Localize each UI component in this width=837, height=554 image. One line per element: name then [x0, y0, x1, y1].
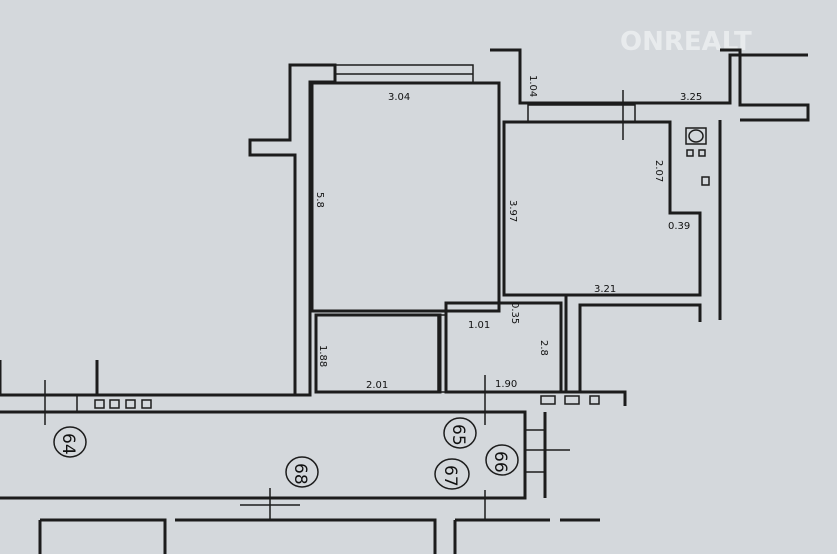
apt-number-66: 66 — [490, 451, 510, 473]
dim-bath-step: 0.35 — [509, 302, 520, 324]
apt-number-67: 67 — [440, 465, 460, 487]
dim-room1-length: 5.8 — [314, 192, 325, 208]
dim-kitchen-side: 2.07 — [653, 160, 664, 182]
dim-hall-width: 1.01 — [468, 320, 490, 331]
dim-wc-width: 2.01 — [366, 380, 388, 391]
apt-number-64: 64 — [58, 433, 78, 455]
watermark: ONREALT — [620, 27, 752, 57]
apt-number-68: 68 — [290, 463, 310, 485]
dim-hall-bottom: 1.90 — [495, 379, 517, 390]
dim-balcony-width: 3.25 — [680, 92, 702, 103]
dim-balcony-depth: 1.04 — [527, 75, 538, 97]
dim-wc-length: 1.88 — [317, 345, 328, 367]
apartment-numbers: 64 65 66 67 68 — [53, 417, 519, 490]
dim-room2-length: 3.97 — [507, 200, 518, 222]
dim-kitchen-step: 0.39 — [668, 221, 690, 232]
dim-kitchen-width: 3.21 — [594, 284, 616, 295]
dim-room1-width: 3.04 — [388, 92, 410, 103]
dimension-labels: 3.04 5.8 3.97 1.04 3.25 2.07 0.39 3.21 0… — [314, 75, 702, 391]
walls — [0, 48, 810, 554]
dim-hall-length: 2.8 — [538, 340, 549, 356]
apt-number-65: 65 — [448, 424, 468, 446]
